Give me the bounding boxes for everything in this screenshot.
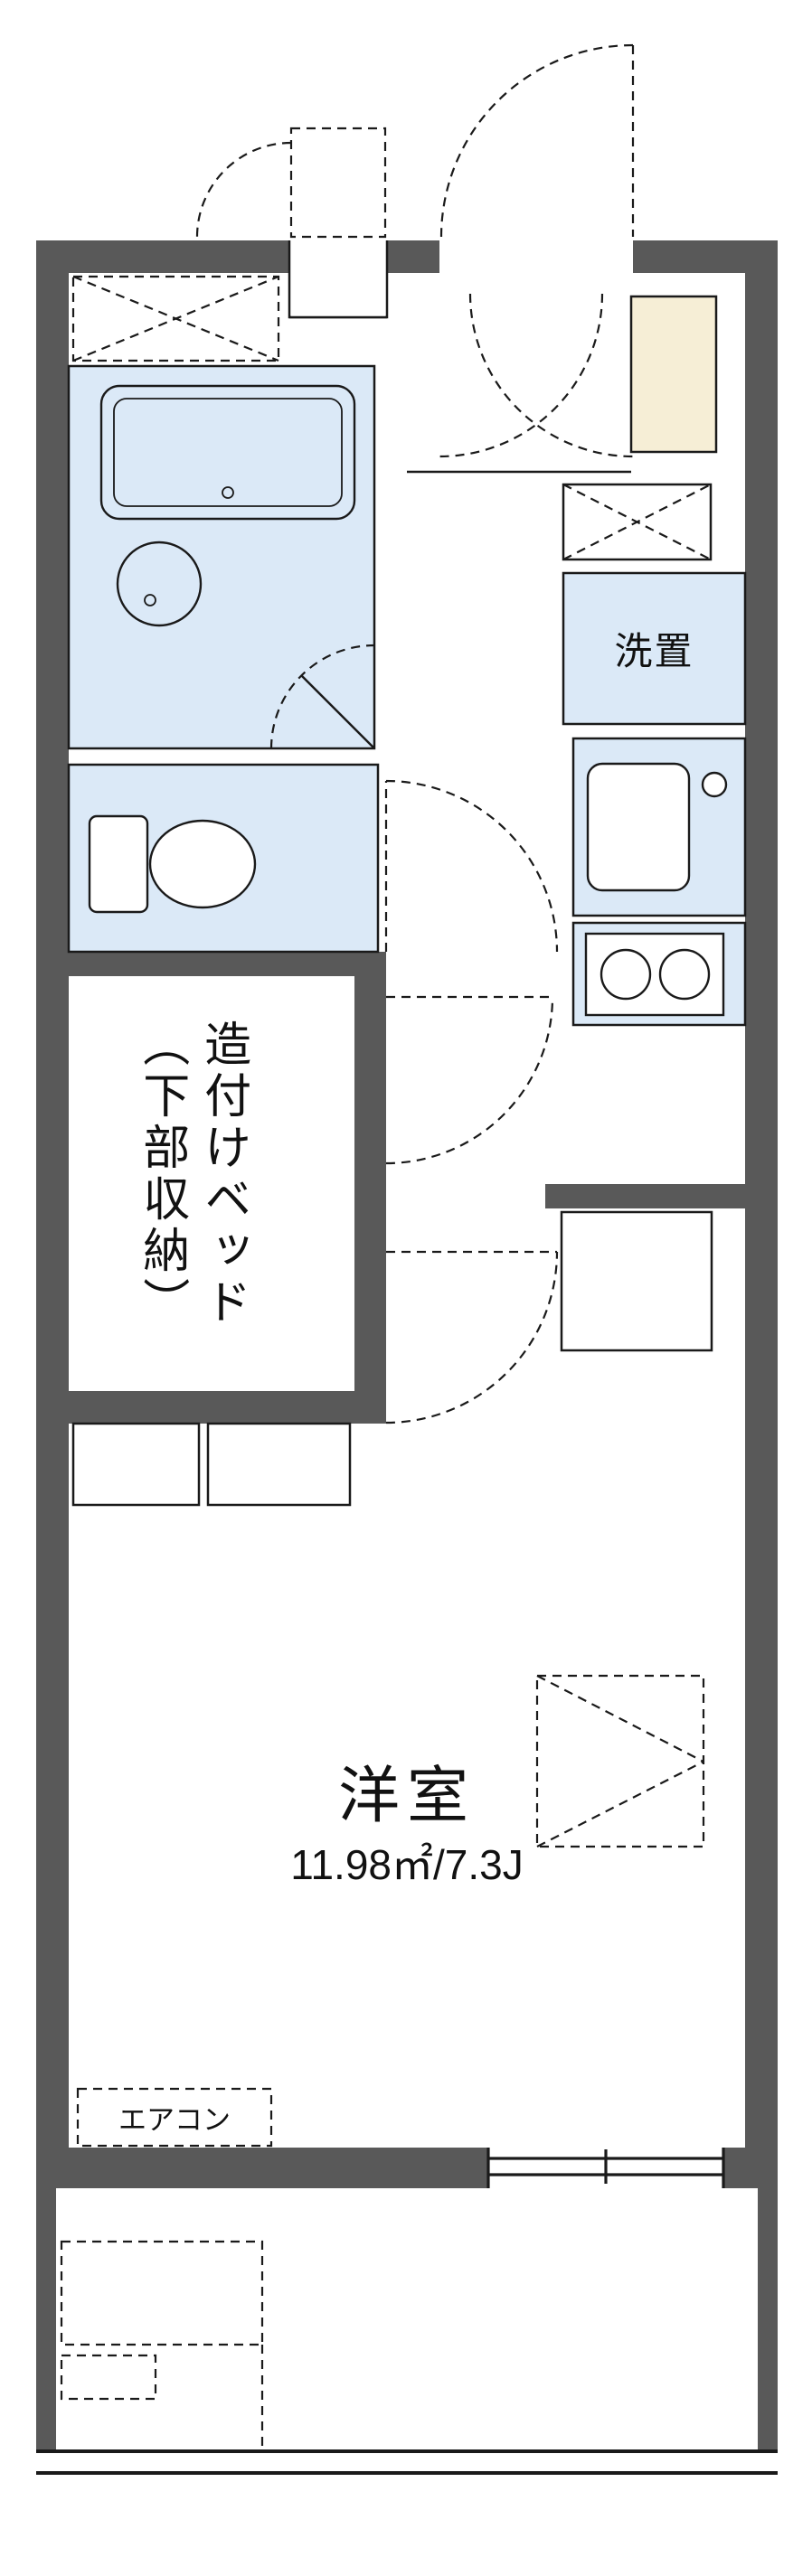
pipe-space-x2 bbox=[562, 484, 712, 560]
entrance-closet-door-arc-left bbox=[439, 293, 604, 458]
wash-basin-icon bbox=[116, 541, 203, 627]
refrigerator-space-line-1 bbox=[536, 1675, 704, 1763]
entrance-closet-door-arc-right bbox=[468, 293, 634, 458]
bathtub-drain-icon bbox=[222, 486, 234, 499]
bathtub-icon bbox=[99, 384, 356, 521]
wall-left bbox=[36, 240, 69, 2188]
wall-kitchen-bottom bbox=[545, 1184, 745, 1208]
kitchen-fixtures bbox=[584, 762, 728, 1017]
refrigerator-space-line-2 bbox=[536, 1761, 704, 1847]
bathtub-inner-line bbox=[113, 398, 343, 507]
faucet-icon bbox=[701, 771, 728, 798]
outside-door-arc bbox=[195, 141, 292, 238]
storage-boxes bbox=[71, 1210, 713, 2148]
entrance-door-panel bbox=[629, 295, 718, 454]
bath-door-leaf bbox=[300, 674, 375, 749]
top-notch-outline bbox=[288, 240, 389, 319]
room-door-swing-arc bbox=[385, 1251, 559, 1424]
wall-bottom-right bbox=[723, 2148, 778, 2188]
bath-door-swing-arc bbox=[269, 644, 375, 749]
balcony-wall-left bbox=[36, 2188, 56, 2453]
bathroom-fixtures bbox=[99, 384, 375, 749]
wall-top-2 bbox=[387, 240, 439, 273]
wall-bed-top bbox=[36, 952, 386, 976]
walls bbox=[36, 240, 778, 2453]
built-in-bed-label-sub: （下部収納） bbox=[135, 1020, 188, 1329]
wall-right bbox=[745, 240, 778, 2188]
outside-box bbox=[289, 127, 387, 239]
front-door-swing-arc bbox=[439, 43, 634, 238]
stove-burner-right-icon bbox=[658, 948, 711, 1001]
main-room-size-label: 11.98㎡/7.3J bbox=[290, 1841, 524, 1888]
built-in-bed-label-main: 造付けベッド bbox=[196, 1020, 250, 1329]
toilet-fixtures bbox=[88, 814, 257, 914]
kitchen-door-swing-arc bbox=[385, 996, 554, 1165]
aircon-box bbox=[76, 2087, 273, 2148]
bed-step-box-2 bbox=[206, 1422, 352, 1507]
interior-doors bbox=[384, 779, 559, 1424]
storage-hatch-box bbox=[71, 275, 280, 362]
bathroom-area bbox=[67, 364, 376, 750]
counter-box bbox=[560, 1210, 713, 1352]
wall-bottom-left bbox=[36, 2148, 488, 2188]
sink-basin-icon bbox=[586, 762, 691, 892]
toilet-door-swing-arc bbox=[385, 779, 559, 953]
wall-bed-right bbox=[354, 976, 386, 1424]
stove-burner-left-icon bbox=[600, 948, 652, 1001]
top-notch bbox=[291, 242, 385, 316]
balcony-equipment-box-1 bbox=[60, 2240, 264, 2346]
balcony bbox=[36, 2148, 778, 2475]
service-boxes bbox=[71, 275, 713, 561]
main-room-label: 洋室 bbox=[337, 1761, 476, 1830]
bed-step-box-1 bbox=[71, 1422, 201, 1507]
toilet-bowl-icon bbox=[148, 819, 257, 909]
wall-bed-bottom bbox=[36, 1391, 386, 1424]
built-in-bed-label: 造付けベッド （下部収納） bbox=[127, 1020, 250, 1329]
toilet-tank-icon bbox=[88, 814, 149, 914]
balcony-equipment-box-2 bbox=[60, 2354, 157, 2401]
wall-top-3 bbox=[633, 240, 778, 273]
aircon-label: エアコン bbox=[118, 2104, 231, 2136]
wall-top-1 bbox=[36, 240, 289, 273]
washer-area bbox=[562, 571, 747, 726]
wash-basin-drain-icon bbox=[144, 594, 156, 606]
entrance bbox=[195, 43, 718, 474]
storage-hatch-x2 bbox=[72, 275, 279, 362]
washer-space-label: 洗置 bbox=[614, 630, 694, 672]
balcony-wall-right bbox=[758, 2188, 778, 2453]
